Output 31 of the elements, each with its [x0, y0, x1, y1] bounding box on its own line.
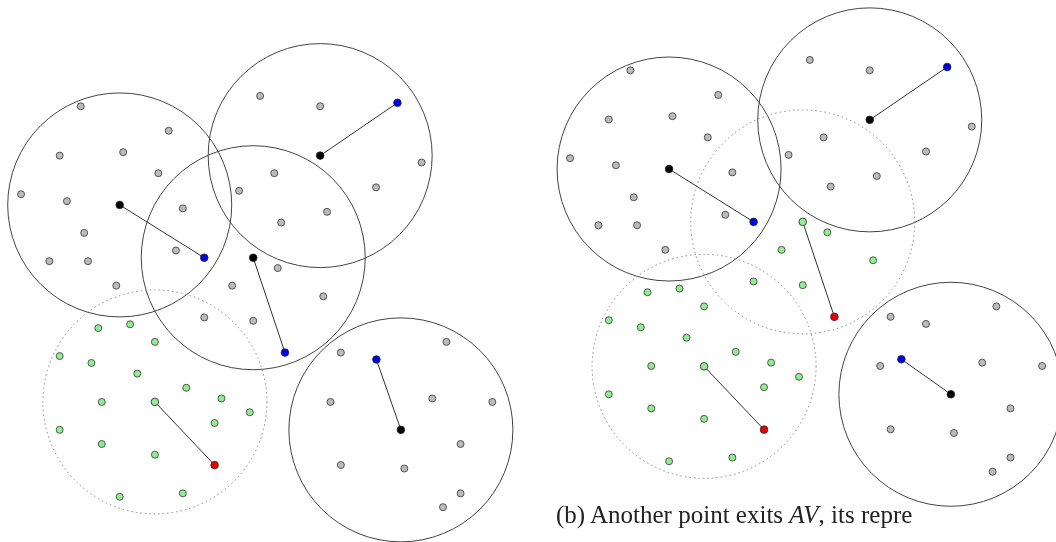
connecting-line — [322, 104, 395, 154]
connecting-line — [904, 360, 949, 393]
center-point — [396, 425, 406, 435]
member-point — [699, 362, 709, 371]
connecting-line — [122, 206, 202, 257]
member-point — [798, 217, 807, 227]
caption: (b) Another point exits AV, its repre — [556, 500, 913, 530]
connecting-line — [377, 362, 401, 427]
representative-point — [943, 62, 952, 72]
exiting-point — [830, 312, 839, 322]
representative-point — [393, 98, 402, 107]
exiting-point — [759, 425, 769, 434]
connecting-line — [872, 68, 945, 119]
representative-point — [200, 253, 209, 262]
exiting-point — [210, 460, 219, 470]
connecting-line — [253, 260, 285, 350]
center-point — [315, 151, 325, 160]
center-point — [946, 390, 956, 399]
connecting-line — [671, 170, 751, 221]
representative-point — [749, 217, 758, 227]
connecting-line — [803, 225, 834, 314]
representative-point — [280, 348, 290, 357]
center-point — [865, 115, 874, 125]
connecting-line — [157, 404, 213, 463]
center-point — [664, 164, 674, 174]
member-point — [150, 397, 160, 407]
center-point — [115, 200, 124, 210]
connecting-line — [706, 368, 762, 428]
representative-point — [372, 355, 381, 364]
center-point — [249, 253, 258, 262]
representative-point — [897, 355, 906, 364]
